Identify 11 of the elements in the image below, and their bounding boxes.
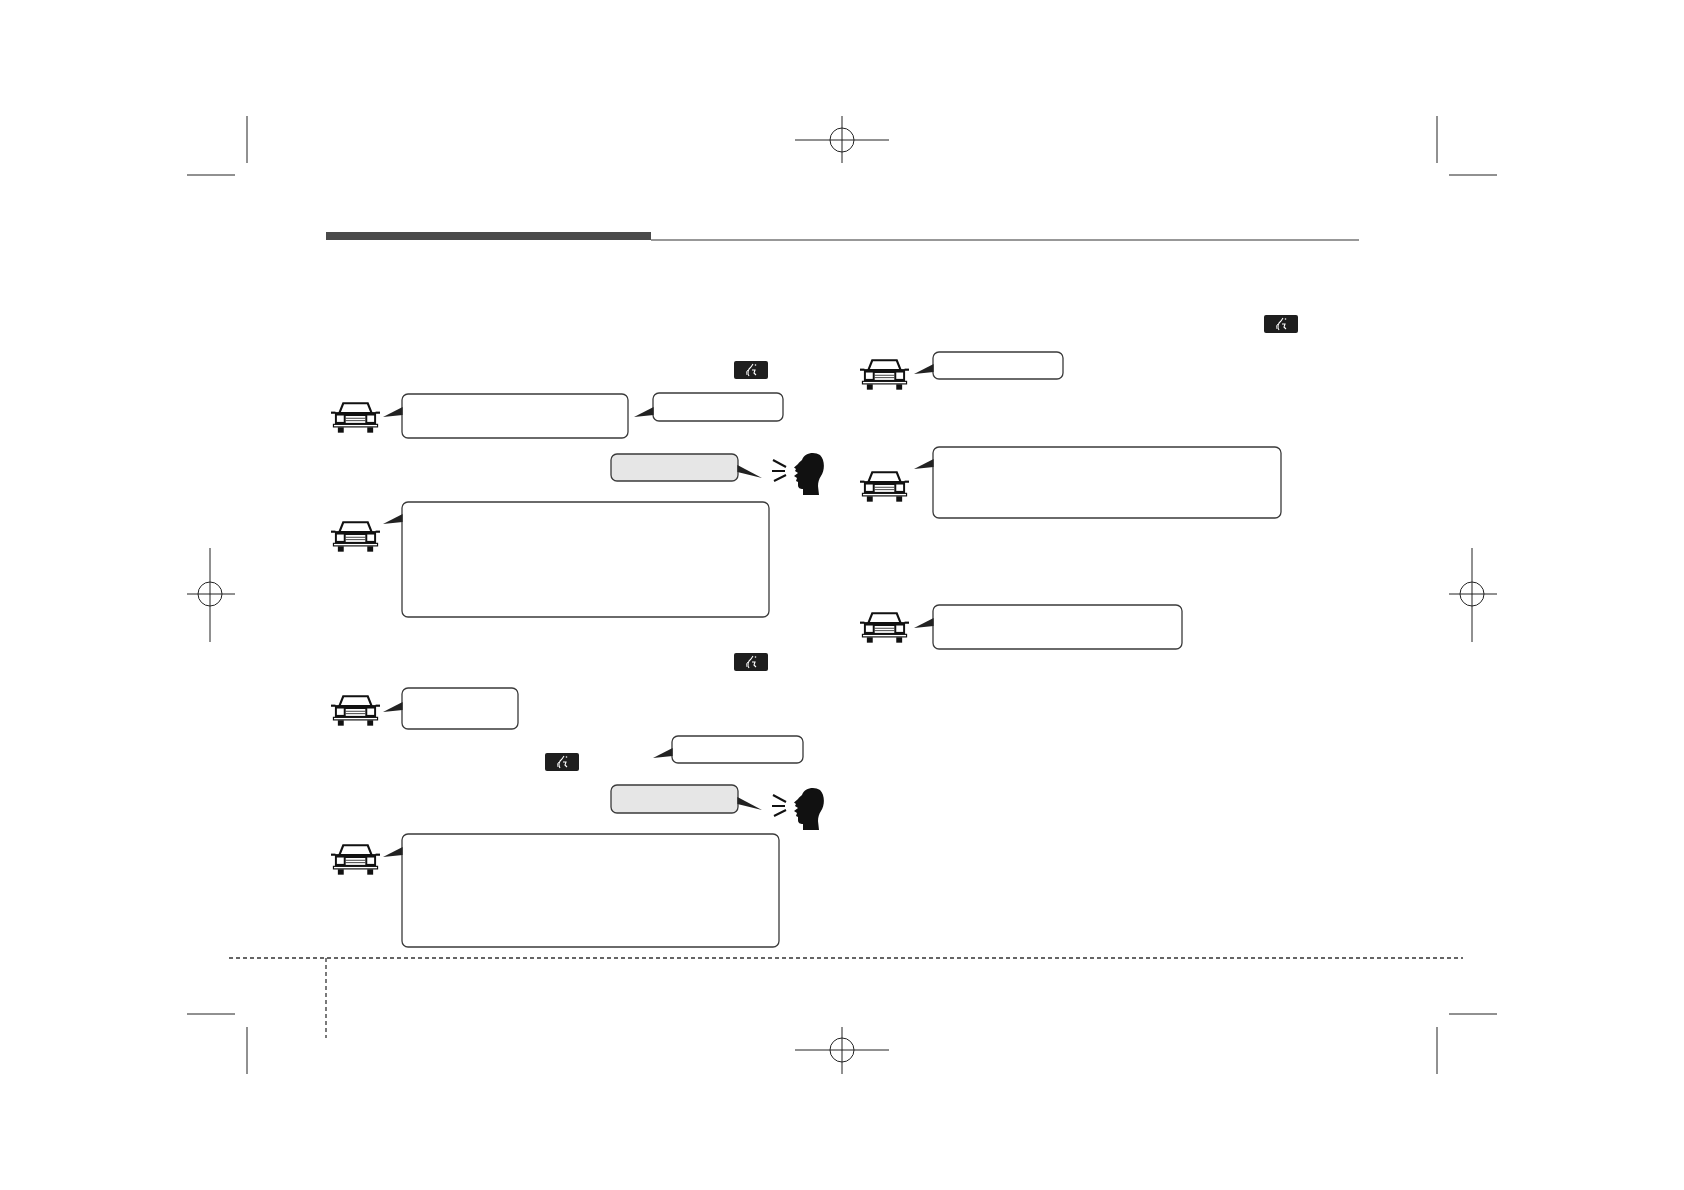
speech-bubble [382, 501, 770, 618]
speech-bubble [382, 393, 629, 439]
speech-bubble [382, 687, 519, 730]
speech-bubble [610, 784, 763, 814]
speech-bubble [913, 446, 1282, 519]
speech-bubble [610, 453, 763, 482]
speech-bubble [913, 351, 1064, 380]
speech-bubble [382, 833, 780, 948]
speech-bubble [652, 735, 804, 764]
speech-bubble [913, 604, 1183, 650]
speech-bubble [633, 392, 784, 422]
